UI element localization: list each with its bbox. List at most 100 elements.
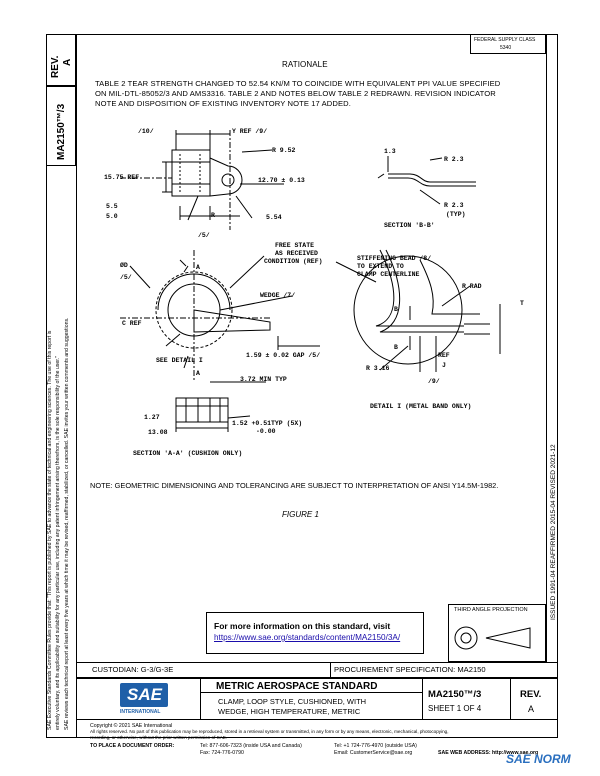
left-rev-value: A	[62, 58, 73, 66]
footer-order: TO PLACE A DOCUMENT ORDER:	[90, 743, 175, 749]
dim-13: 1.3	[384, 148, 396, 155]
detail-circle	[353, 255, 463, 365]
figure-caption: FIGURE 1	[282, 510, 319, 519]
dim-9-bottom: /9/	[428, 378, 440, 385]
footer-rights: All rights reserved. No part of this pub…	[90, 729, 449, 734]
supply-class-value: 5340	[500, 45, 512, 51]
revision-history: ISSUED 1991-04 REAFFIRMED 2015-04 REVISE…	[550, 444, 557, 620]
dim-1270: 12.70 ± 0.13	[258, 177, 305, 184]
engineering-drawing	[120, 130, 501, 432]
stiffening-line3: CLAMP CENTERLINE	[357, 271, 420, 278]
projection-box	[448, 604, 546, 662]
dim-127: 1.27	[144, 414, 160, 421]
left-column-divider	[76, 34, 77, 738]
c-ref-label: C REF	[122, 320, 142, 327]
logo-divider	[200, 678, 201, 720]
title-row	[76, 678, 558, 720]
tb-rev-value: A	[528, 704, 535, 714]
dim-phi-d: ØD	[120, 262, 128, 269]
free-state-line2: AS RECEIVED	[275, 250, 318, 257]
custodian-label: CUSTODIAN: G-3/G-3E	[92, 665, 174, 674]
section-aa-label: SECTION 'A-A' (CUSHION ONLY)	[133, 450, 243, 457]
dim-r23-bottom: R 2.3	[444, 202, 464, 209]
dim-372: 3.72 MIN TYP	[240, 376, 287, 383]
clamp-loop-end	[209, 157, 243, 197]
stiffening-line1: STIFFENING BEAD /8/	[357, 255, 432, 262]
dim-typ: (TYP)	[446, 211, 466, 218]
detail-band-inner	[379, 249, 464, 333]
b-top-label: B	[394, 306, 398, 313]
left-rev-box	[46, 34, 76, 86]
docnum-divider	[422, 678, 423, 720]
stiffening-line2: TO EXTEND TO	[357, 263, 404, 270]
section-bb-band-bottom	[388, 177, 476, 187]
r-rad-label: R RAD	[462, 283, 482, 290]
dim-y-ref: Y REF /9/	[232, 128, 268, 135]
r316-label: R 3.16	[366, 365, 390, 372]
supply-class-box	[470, 34, 546, 54]
clamp-tail	[193, 309, 271, 333]
projection-cone	[485, 627, 531, 649]
supply-class-label: FEDERAL SUPPLY CLASS	[474, 37, 536, 43]
info-box	[206, 612, 424, 654]
part-desc-line2: WEDGE, HIGH TEMPERATURE, METRIC	[218, 707, 361, 716]
clamp-tab-top-view	[171, 149, 211, 197]
footer-email: Email: CustomerService@sae.org	[334, 750, 413, 756]
sae-logo-text: SAE	[127, 685, 162, 704]
info-link[interactable]: https://www.sae.org/standards/content/MA…	[214, 633, 401, 642]
section-a-bottom: A	[196, 370, 200, 377]
legal-line-2: entirely voluntary, and its applicabilit…	[55, 356, 61, 730]
left-doc-number: MA2150™/3	[56, 103, 67, 160]
gdt-note: NOTE: GEOMETRIC DIMENSIONING AND TOLERAN…	[90, 481, 499, 490]
legal-line-1: SAE Executive Standards Committee Rules …	[47, 330, 53, 730]
dim-5-mid: /5/	[198, 232, 210, 239]
dim-1575: 15.75 REF	[104, 174, 140, 181]
watermark: SAE NORM	[506, 752, 571, 766]
dim-r952: R 9.52	[272, 147, 296, 154]
wedge-label: WEDGE /7/	[260, 292, 296, 299]
legal-line-3: SAE reviews each technical report at lea…	[64, 317, 70, 731]
footer-tel2: Tel: +1 724-776-4970 (outside USA)	[334, 743, 417, 749]
sae-logo: SAE	[120, 683, 168, 707]
clamp-loop-outer	[155, 271, 233, 349]
standard-title: METRIC AEROSPACE STANDARD	[216, 681, 378, 692]
detail-band-outer	[375, 249, 464, 327]
rationale-line-1: TABLE 2 TEAR STRENGTH CHANGED TO 52.54 K…	[95, 79, 501, 88]
dim-152: 1.52 +0.51TYP (5X)	[232, 420, 303, 427]
procurement-label: PROCUREMENT SPECIFICATION: MA2150	[334, 665, 486, 674]
free-state-line3: CONDITION (REF)	[264, 258, 323, 265]
ref-label: REF	[438, 352, 450, 359]
dim-000: -0.00	[256, 428, 276, 435]
rationale-heading: RATIONALE	[282, 60, 328, 69]
dim-5-left: /5/	[120, 274, 132, 281]
custodian-row	[76, 662, 558, 678]
see-detail-label: SEE DETAIL I	[156, 357, 203, 364]
projection-circle-outer	[454, 626, 478, 650]
dim-50: 5.0	[106, 213, 118, 220]
section-a-top: A	[196, 264, 200, 271]
rationale-line-2: ON MIL-DTL-85052/3 AND AMS3316. TABLE 2 …	[95, 89, 496, 98]
rev-divider	[510, 678, 511, 720]
footer-web: SAE WEB ADDRESS: http://www.sae.org	[438, 750, 539, 756]
left-docnum-box	[46, 86, 76, 166]
free-state-line1: FREE STATE	[275, 242, 315, 249]
dim-55: 5.5	[106, 203, 118, 210]
dim-1308: 13.08	[148, 429, 168, 436]
sae-logo-sub: INTERNATIONAL	[120, 709, 161, 715]
tb-rev-label: REV.	[520, 689, 542, 700]
right-column-divider	[546, 34, 547, 662]
t-label: T	[520, 300, 524, 307]
j-label: J	[442, 362, 446, 369]
dim-r: R	[211, 212, 215, 219]
footer-tel1: Tel: 877-606-7323 (inside USA and Canada…	[200, 743, 302, 749]
footer-rights-2: recording, or otherwise, without the pri…	[90, 735, 228, 740]
section-bb-band-top	[388, 173, 476, 183]
rationale-line-3: NOTE AND DISPOSITION OF EXISTING INVENTO…	[95, 99, 351, 108]
left-rev-label: REV.	[50, 55, 61, 78]
section-bb-label: SECTION 'B-B'	[384, 222, 435, 229]
bolt-hole	[221, 173, 235, 187]
b-bottom-label: B	[394, 344, 398, 351]
part-desc-line1: CLAMP, LOOP STYLE, CUSHIONED, WITH	[218, 697, 367, 706]
std-title-underline	[200, 692, 422, 693]
dim-554: 5.54	[266, 214, 282, 221]
